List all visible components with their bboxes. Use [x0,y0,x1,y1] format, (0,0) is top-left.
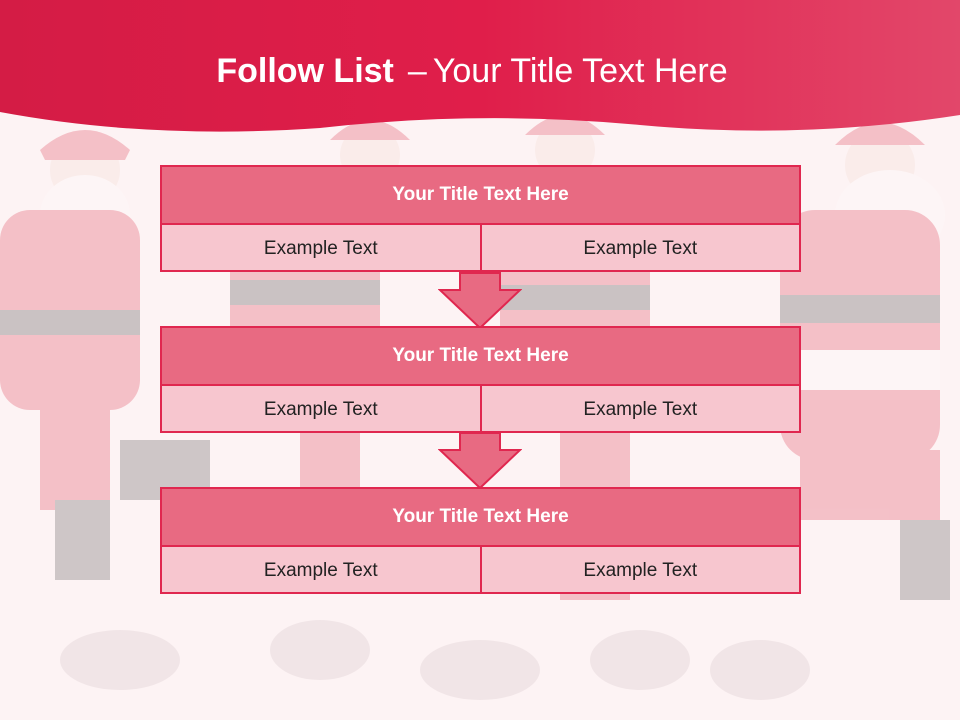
block-title: Your Title Text Here [162,167,799,225]
title-dash: – [407,52,427,90]
block-title: Your Title Text Here [162,489,799,547]
block-cell-left: Example Text [263,398,378,420]
block-row: Example Text Example Text [162,386,799,433]
block-cell-right: Example Text [479,547,800,594]
down-arrow-icon [438,432,522,490]
list-block-3: Your Title Text Here Example Text Exampl… [160,487,801,594]
list-block-1: Your Title Text Here Example Text Exampl… [160,165,801,272]
down-arrow-icon [438,272,522,330]
page-title: Follow List–Your Title Text Here [0,52,944,91]
block-cell-left: Example Text [263,237,378,259]
block-cell-left: Example Text [263,559,378,581]
block-row: Example Text Example Text [162,225,799,272]
header-band [0,0,960,132]
block-title: Your Title Text Here [162,328,799,386]
title-rest: Your Title Text Here [432,52,728,90]
block-row: Example Text Example Text [162,547,799,594]
list-block-2: Your Title Text Here Example Text Exampl… [160,326,801,433]
block-cell-right: Example Text [479,225,800,272]
title-bold: Follow List [216,52,394,90]
block-cell-right: Example Text [479,386,800,433]
